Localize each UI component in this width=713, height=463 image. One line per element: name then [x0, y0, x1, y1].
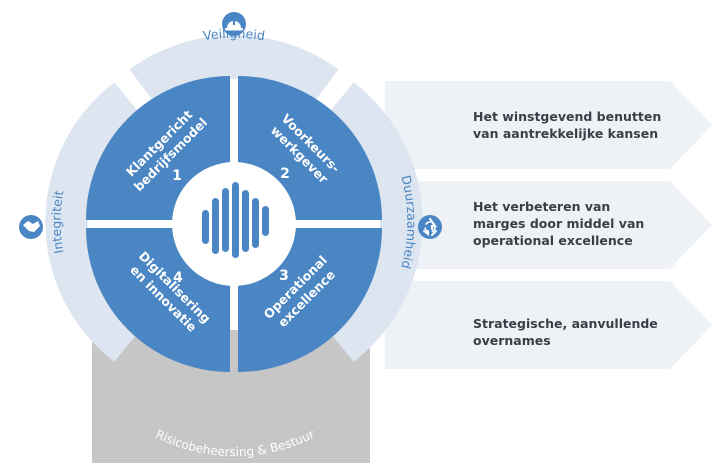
bar-2-line1: Het verbeteren van — [473, 199, 611, 214]
recycle-icon — [418, 215, 442, 239]
ring-segment-left — [45, 82, 142, 362]
arrow-bar-1 — [385, 81, 712, 169]
bar-1-line1: Het winstgevend benutten — [473, 109, 662, 124]
quadrant-2-number: 2 — [280, 166, 290, 182]
arrow-bar-2 — [385, 181, 712, 269]
quadrant-4-number: 4 — [173, 270, 183, 286]
helmet-icon — [222, 12, 246, 36]
ring-label-left: Integriteit — [49, 189, 67, 255]
arrow-bars — [385, 81, 712, 369]
quadrant-1-number: 1 — [172, 168, 182, 184]
quadrant-3-number: 3 — [279, 268, 289, 284]
bar-1-line2: van aantrekkelijke kansen — [473, 126, 659, 141]
logo-mark-icon — [202, 182, 269, 258]
bar-2-line2: marges door middel van — [473, 216, 645, 231]
ring-segment-right — [326, 82, 423, 362]
bar-2-line3: operational excellence — [473, 233, 633, 248]
bar-3-line2: overnames — [473, 333, 551, 348]
arrow-bar-3 — [385, 281, 712, 369]
ring-label-right: Duurzaamheid — [398, 174, 419, 271]
handshake-icon — [19, 215, 43, 239]
bar-1-text: Het winstgevend benutten van aantrekkeli… — [473, 108, 673, 142]
bar-3-line1: Strategische, aanvullende — [473, 316, 658, 331]
bar-2-text: Het verbeteren van marges door middel va… — [473, 198, 673, 249]
bar-3-text: Strategische, aanvullende overnames — [473, 315, 673, 349]
